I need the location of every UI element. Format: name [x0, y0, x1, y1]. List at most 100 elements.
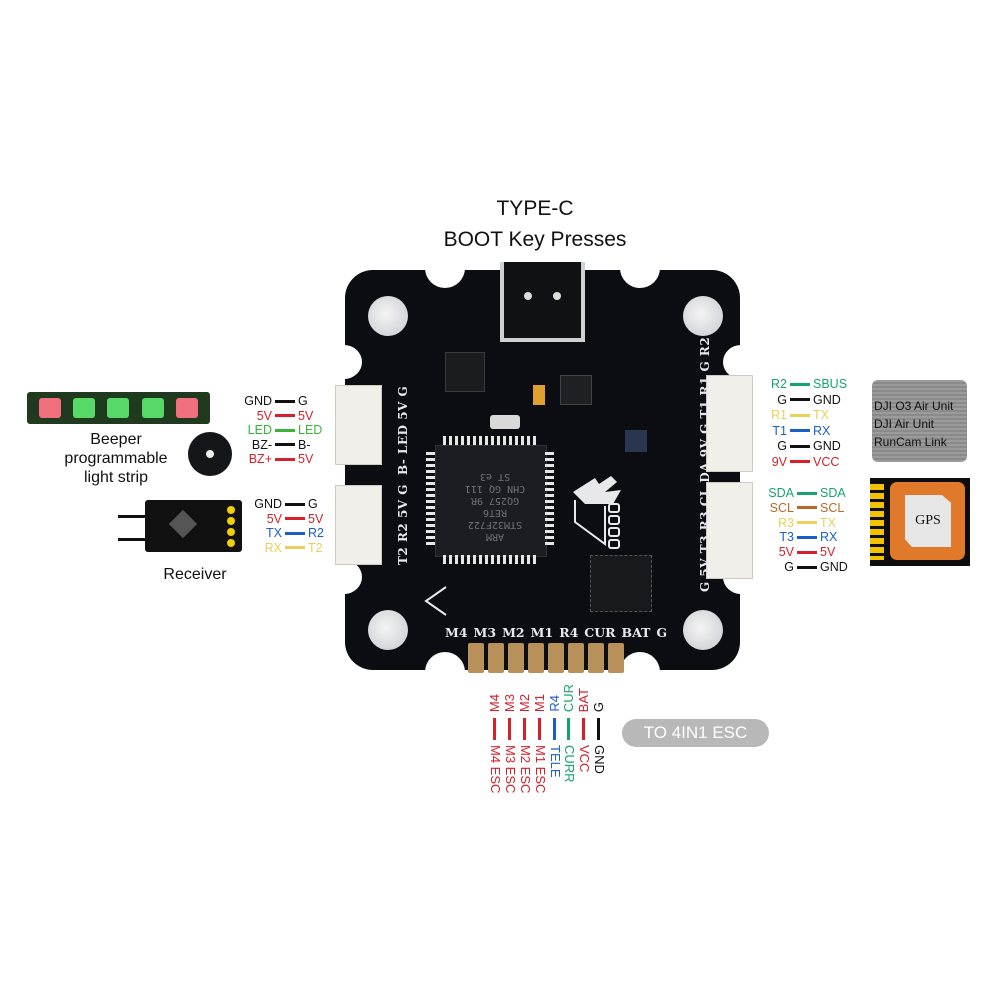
esc-wire-from-label: CUR [561, 683, 576, 712]
mounting-hole [368, 610, 408, 650]
wire-from-label: GND [254, 497, 282, 511]
solder-pad [568, 643, 584, 673]
silk-pad-label: G [656, 625, 668, 640]
solder-pad [528, 643, 544, 673]
wire-line [275, 399, 295, 403]
esc-wire-to-label: M3 ESC [503, 745, 518, 794]
esc-wire-line [508, 718, 511, 740]
wire-to-label: G [298, 394, 308, 408]
solder-pad [468, 643, 484, 673]
wire-from-label: LED [247, 423, 272, 437]
wire-line [797, 506, 817, 510]
usb-c-port[interactable] [500, 262, 585, 342]
esc-wire-line [582, 718, 585, 740]
esc-wire-to-label: VCC [577, 745, 592, 773]
board-notch [326, 560, 362, 594]
wire-line [275, 428, 295, 432]
wire-from-label: R1 [771, 408, 787, 422]
wire-line [285, 546, 305, 549]
wire-line [275, 457, 295, 461]
esc-badge: TO 4IN1 ESC [622, 719, 769, 747]
mcu-pins [545, 452, 554, 547]
wire-line [790, 429, 810, 432]
wire-from-label: BZ- [251, 437, 272, 452]
board-notch [425, 652, 465, 692]
wire-row: 5V 5V [226, 408, 314, 423]
silk-pad-label: R4 [559, 625, 579, 640]
wire-from-label: RX [264, 540, 282, 555]
mounting-hole [368, 296, 408, 336]
receiver-pin [227, 506, 235, 514]
board-notch [425, 248, 465, 288]
title-type-c: TYPE-C [496, 197, 574, 220]
silk-right: G 5V T3 R3 CL DA 9V G T1 R1 G R2 [698, 336, 712, 592]
gps-label: GPS [905, 495, 951, 547]
wire-line [275, 414, 295, 417]
receiver-pin [227, 517, 235, 525]
connector-led-beeper [335, 385, 382, 465]
led-red [175, 398, 198, 418]
osd-chip [590, 555, 652, 612]
solder-pad [608, 643, 624, 673]
wire-line [275, 443, 295, 446]
baro-chip [625, 430, 647, 452]
mcu-pins [426, 452, 435, 547]
mcu-marking-line: GQ257 9R [470, 495, 520, 506]
silk-left-upper: B- LED 5V G [396, 385, 410, 475]
wire-line [285, 502, 305, 506]
esc-wire-from-label: M1 [532, 693, 547, 712]
wire-line [797, 550, 817, 554]
wire-to-label: SCL [820, 500, 845, 515]
receiver-antenna [118, 538, 148, 541]
wire-row: BZ+5V [226, 452, 314, 466]
silk-pad-label: CUR [584, 625, 616, 640]
wire-row: T3 RX [752, 530, 837, 544]
wire-to-label: VCC [813, 454, 840, 469]
esc-wire-line [567, 718, 570, 740]
wire-from-label: 5V [256, 408, 272, 423]
wire-from-label: G [777, 392, 787, 407]
wire-to-label: GND [820, 560, 848, 574]
label-line: programmable [64, 450, 168, 467]
regulator-chip [560, 375, 592, 405]
wire-from-label: SDA [768, 486, 794, 500]
board-notch [326, 345, 362, 379]
connector-gps [706, 482, 753, 579]
wire-from-label: T1 [772, 423, 787, 438]
beeper-buzzer [188, 432, 232, 476]
wire-from-label: 5V [266, 511, 282, 526]
crystal [490, 415, 520, 429]
wire-to-label: SDA [820, 486, 846, 500]
esc-wire-to-label: M2 ESC [518, 745, 533, 794]
wire-to-label: TX [820, 515, 836, 530]
silk-pad-label: M2 [502, 625, 525, 640]
wire-line [285, 517, 305, 520]
label-line: Beeper [90, 431, 142, 448]
mcu-pins [443, 555, 538, 564]
connector-air-unit [706, 375, 753, 472]
wire-from-label: R3 [778, 515, 794, 530]
led-light-strip [27, 392, 210, 424]
esc-wire-from-label: BAT [576, 687, 591, 712]
wire-to-label: 5V [298, 408, 314, 423]
wire-from-label: T3 [779, 530, 794, 545]
silk-pad-label: M1 [530, 625, 554, 640]
esc-wire-line [523, 718, 526, 740]
esc-wire-line [553, 718, 556, 740]
mcu-pins [443, 436, 538, 445]
label-line: DJI O3 Air Unit [874, 399, 954, 413]
wire-to-label: RX [820, 530, 838, 545]
led-green [141, 398, 164, 418]
wire-line [790, 444, 810, 448]
wire-row: SDA SDA [752, 486, 846, 500]
wire-to-label: SBUS [813, 377, 848, 391]
wire-from-label: R2 [771, 377, 787, 391]
esc-wire-from-label: M3 [502, 693, 517, 712]
